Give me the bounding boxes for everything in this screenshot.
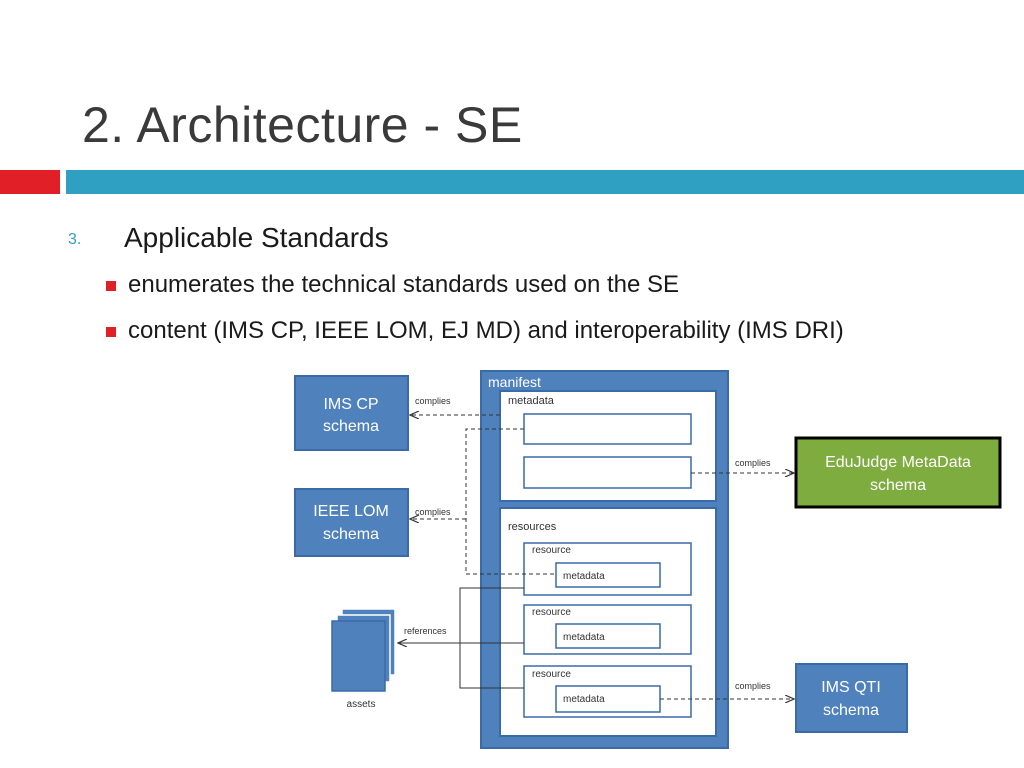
bullet-square-icon: [106, 281, 116, 291]
references-label: references: [404, 626, 447, 636]
edujudge-schema-line1: EduJudge MetaData: [825, 454, 971, 471]
ims-qti-schema-line2: schema: [823, 702, 879, 719]
resource-metadata-3: [555, 685, 661, 713]
resource-label-2: resource: [532, 607, 571, 618]
metadata-slot-2: [523, 456, 692, 489]
assets-label: assets: [347, 699, 376, 710]
slide-title: 2. Architecture - SE: [82, 97, 523, 153]
asset-page-front: [331, 620, 386, 692]
metadata-slot-1: [523, 413, 692, 445]
resource-label-1: resource: [532, 545, 571, 556]
ieee-lom-schema-box: [294, 488, 409, 557]
bullet-item-2: content (IMS CP, IEEE LOM, EJ MD) and in…: [128, 317, 844, 344]
resource-metadata-label-3: metadata: [563, 694, 605, 705]
metadata-section-label: metadata: [508, 395, 555, 407]
resource-metadata-label-1: metadata: [563, 571, 605, 582]
ims-qti-schema-box: [795, 663, 908, 733]
bullet-item-1: enumerates the technical standards used …: [128, 271, 680, 298]
ims-qti-schema-line1: IMS QTI: [821, 679, 881, 696]
resource-metadata-1: [555, 562, 661, 588]
title-underline-blue: [66, 170, 1024, 194]
ieee-lom-schema-line2: schema: [323, 526, 379, 543]
manifest-label: manifest: [488, 374, 541, 390]
edujudge-schema-line2: schema: [870, 477, 926, 494]
lom-dashed-connector: [465, 428, 556, 575]
section-number: 3.: [68, 231, 82, 248]
references-bracket: [459, 587, 524, 689]
resource-metadata-label-2: metadata: [563, 632, 605, 643]
resource-label-3: resource: [532, 669, 571, 680]
edujudge-schema-box: [794, 436, 1002, 509]
ims-cp-schema-box: [294, 375, 409, 451]
complies-label-ieee-lom: complies: [415, 507, 451, 517]
complies-label-ims-qti: complies: [735, 681, 771, 691]
ims-cp-schema-line2: schema: [323, 418, 379, 435]
ieee-lom-schema-line1: IEEE LOM: [313, 503, 389, 520]
title-underline-red: [0, 170, 60, 194]
section-heading: Applicable Standards: [124, 222, 389, 253]
complies-label-ims-cp: complies: [415, 396, 451, 406]
complies-label-edujudge: complies: [735, 458, 771, 468]
ims-cp-schema-line1: IMS CP: [323, 396, 378, 413]
resource-metadata-2: [555, 623, 661, 649]
resources-section-label: resources: [508, 521, 557, 533]
bullet-square-icon: [106, 327, 116, 337]
